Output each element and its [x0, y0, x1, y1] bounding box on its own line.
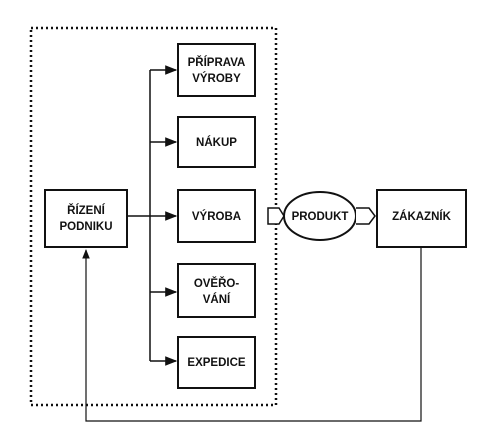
department-node-overovani: OVĚŘO- VÁNÍ: [177, 263, 256, 318]
department-label: EXPEDICE: [187, 357, 245, 369]
feedback-loop-line: [82, 247, 422, 422]
department-label-line1: OVĚŘO-: [194, 277, 240, 290]
customer-node: ZÁKAZNÍK: [376, 189, 467, 248]
flow-arrow-vyroba-to-product: [267, 207, 285, 225]
management-label-line2: PODNIKU: [59, 221, 112, 233]
department-label-line1: PŘÍPRAVA: [188, 56, 246, 69]
department-node-nakup: NÁKUP: [177, 116, 256, 168]
product-label: PRODUKT: [292, 211, 349, 223]
management-node: ŘÍZENÍ PODNIKU: [44, 189, 128, 248]
flow-arrow-product-to-customer: [356, 207, 376, 225]
department-node-vyroba: VÝROBA: [177, 189, 256, 243]
department-label-line2: VÁNÍ: [203, 293, 231, 306]
department-node-priprava: PŘÍPRAVA VÝROBY: [177, 43, 256, 97]
customer-label: ZÁKAZNÍK: [392, 210, 451, 223]
department-node-expedice: EXPEDICE: [177, 336, 256, 389]
department-label-line2: VÝROBY: [192, 72, 241, 85]
department-label: VÝROBA: [192, 210, 241, 223]
management-label-line1: ŘÍZENÍ: [67, 204, 106, 217]
department-label: NÁKUP: [196, 136, 237, 149]
product-node: PRODUKT: [283, 191, 357, 241]
company-boundary: [29, 26, 278, 407]
